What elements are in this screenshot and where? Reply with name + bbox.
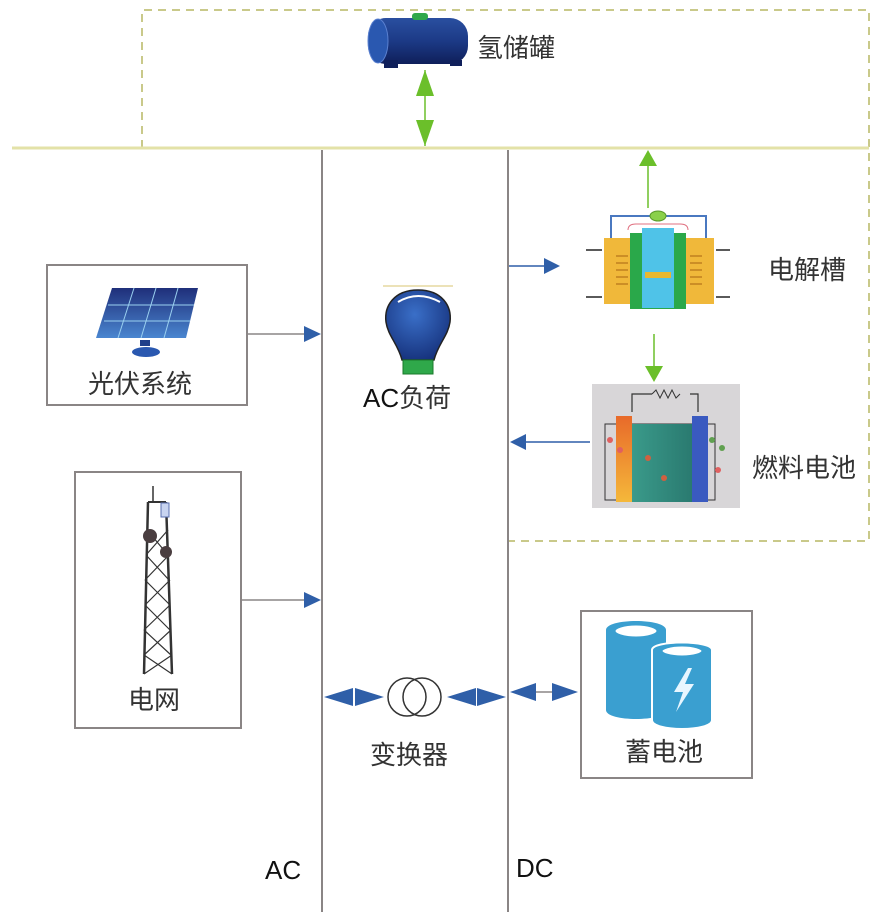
pv-system-label: 光伏系统 <box>88 370 193 400</box>
solar-panel-icon <box>96 287 198 357</box>
grid-to-ac-arrow <box>241 592 321 608</box>
transformer-icon <box>387 677 442 717</box>
converter-dc-bidirectional-arrow <box>447 688 506 706</box>
battery-icon <box>606 621 713 730</box>
electrolyzer-to-pipe-arrow <box>639 150 657 208</box>
ac-load-label-prefix: AC <box>363 383 400 413</box>
ac-load-label-suffix: 负荷 <box>399 384 452 414</box>
electrolyzer-to-fuelcell-arrow <box>645 334 663 382</box>
dc-bus-label: DC <box>516 853 554 883</box>
electrolyzer-label: 电解槽 <box>768 256 847 286</box>
ac-load-label: AC负荷 <box>363 378 451 415</box>
hydrogen-tank-icon <box>367 13 468 68</box>
dc-to-electrolyzer-arrow <box>509 258 560 274</box>
dc-battery-bidirectional-arrow <box>510 683 578 701</box>
converter-label: 变换器 <box>370 741 449 771</box>
pv-system-box[interactable] <box>46 264 248 406</box>
pv-to-ac-arrow <box>247 326 321 342</box>
fuelcell-to-dc-arrow <box>510 434 590 450</box>
ac-converter-bidirectional-arrow <box>324 688 384 706</box>
transmission-tower-icon <box>142 486 174 675</box>
ac-bus-label: AC <box>265 855 302 885</box>
grid-label: 电网 <box>128 686 181 716</box>
fuel-cell-label: 燃料电池 <box>752 454 857 484</box>
hydrogen-loop-frame <box>141 9 870 542</box>
battery-label: 蓄电池 <box>625 738 704 768</box>
electrolyzer-icon <box>586 210 730 309</box>
light-bulb-icon <box>383 285 453 375</box>
battery-box[interactable] <box>580 610 753 779</box>
hydrogen-frame-top <box>141 9 870 542</box>
grid-box[interactable] <box>74 471 242 729</box>
fuel-cell-icon <box>592 384 740 508</box>
tank-bidirectional-arrow <box>416 70 434 146</box>
hydrogen-tank-label: 氢储罐 <box>477 34 556 64</box>
